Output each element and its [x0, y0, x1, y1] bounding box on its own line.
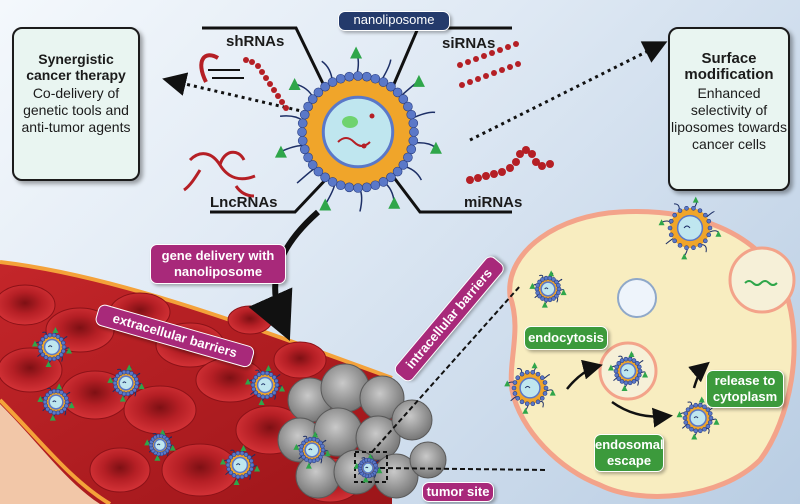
- zoom-connector-bottom: [379, 467, 549, 471]
- central-nanoliposome: [274, 46, 442, 212]
- synergistic-therapy-box: Synergistic cancer therapy Co-delivery o…: [12, 27, 140, 181]
- arrow-to-surface: [469, 41, 668, 142]
- small-liposomes: [31, 196, 722, 486]
- shrnas-label: shRNAs: [226, 33, 285, 50]
- lncrna-illustration: [183, 150, 256, 198]
- tumor-site-label: tumor site: [422, 482, 494, 502]
- endosomal-escape-label: endosomal escape: [594, 434, 664, 472]
- surface-body: Enhanced selectivity of liposomes toward…: [671, 85, 787, 152]
- endocytosis-label: endocytosis: [524, 326, 608, 350]
- mirnas-label: miRNAs: [464, 194, 523, 211]
- endosome: [617, 278, 657, 318]
- shrna-illustration: [199, 53, 289, 111]
- sirna-illustration: [457, 41, 521, 88]
- nucleus: [728, 246, 796, 314]
- synergistic-body: Co-delivery of genetic tools and anti-tu…: [21, 85, 131, 135]
- zoom-connector-top: [371, 285, 521, 453]
- nanoliposome-label: nanoliposome: [338, 11, 450, 31]
- gene-delivery-label: gene delivery with nanoliposome: [150, 244, 286, 284]
- tumor-mass: [277, 363, 447, 499]
- sirnas-label: siRNAs: [442, 35, 496, 52]
- surface-title: Surface modification: [684, 50, 774, 83]
- lncrnas-label: LncRNAs: [210, 194, 278, 211]
- mirna-illustration: [466, 146, 554, 184]
- release-to-cytoplasm-label: release to cytoplasm: [706, 370, 784, 408]
- synergistic-title: Synergistic cancer therapy: [26, 51, 126, 83]
- surface-modification-box: Surface modification Enhanced selectivit…: [668, 27, 790, 191]
